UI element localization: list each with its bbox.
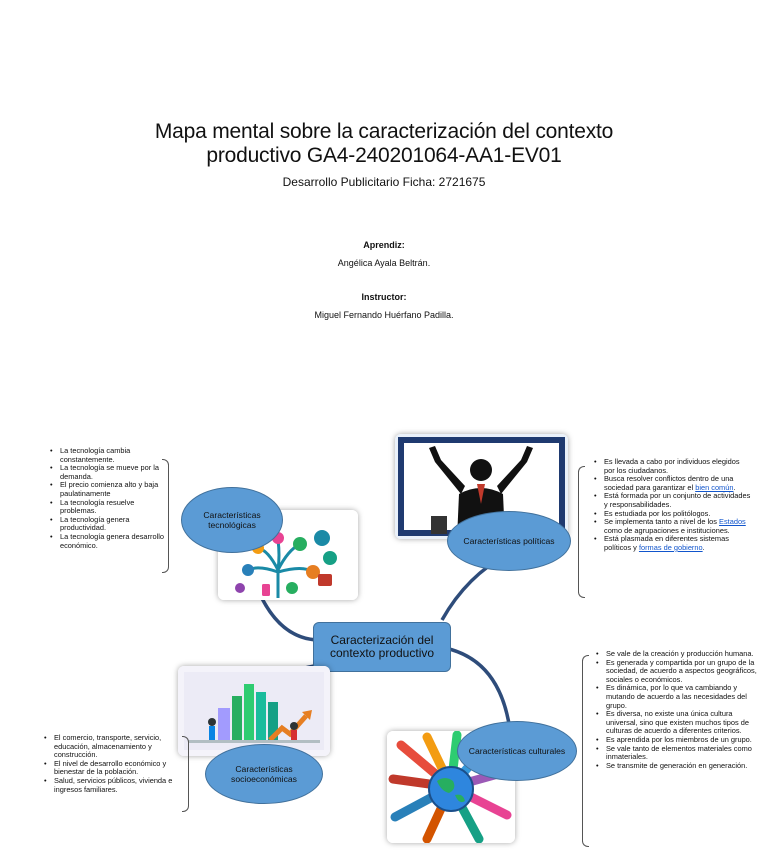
socio-image <box>178 666 330 756</box>
list-item: Es diversa, no existe una única cultura … <box>594 709 766 736</box>
apprentice-label: Aprendiz: <box>363 240 405 250</box>
socio-topic-oval: Características socioeconómicas <box>205 744 323 804</box>
instructor-name: Miguel Fernando Huérfano Padilla. <box>314 310 454 320</box>
title-line-2: productivo GA4-240201064-AA1-EV01 <box>206 144 562 167</box>
list-item: Se vale de la creación y producción huma… <box>594 649 766 659</box>
list-item: El comercio, transporte, servicio, educa… <box>42 733 182 760</box>
list-item: Es dinámica, por lo que va cambiando y m… <box>594 684 766 710</box>
list-item: Es generada y compartida por un grupo de… <box>594 658 766 685</box>
list-item: Está formada por un conjunto de activida… <box>592 492 752 509</box>
list-item: Está plasmada en diferentes sistemas pol… <box>592 535 752 552</box>
page-subtitle: Desarrollo Publicitario Ficha: 2721675 <box>282 175 486 189</box>
list-item: Busca resolver conflictos dentro de una … <box>592 474 752 492</box>
list-item: Es aprendida por los miembros de un grup… <box>594 735 766 745</box>
link-formas-de-gobierno[interactable]: formas de gobierno <box>638 542 703 552</box>
tech-brace <box>162 459 169 573</box>
politic-topic-oval: Características políticas <box>447 511 571 571</box>
list-item: La tecnología se mueve por la demanda. <box>48 463 164 481</box>
connector-cultural <box>444 646 512 731</box>
list-item: La tecnología resuelve problemas. <box>48 498 164 516</box>
politic-bullets: Es llevada a cabo por individuos elegido… <box>592 457 752 553</box>
link-bien-comun[interactable]: bien común <box>695 482 734 492</box>
central-topic: Caracterización del contexto productivo <box>313 622 451 672</box>
tech-topic-oval: Características tecnológicas <box>181 487 283 553</box>
cultural-topic-oval: Características culturales <box>457 721 577 781</box>
page-title: Mapa mental sobre la caracterización del… <box>84 120 684 168</box>
list-item: La tecnología cambia constantemente. <box>48 446 164 464</box>
cultural-bullets: Se vale de la creación y producción huma… <box>594 649 766 771</box>
list-item: Se implementa tanto a nivel de los Estad… <box>592 517 752 535</box>
list-item: El precio comienza alto y baja paulatina… <box>48 481 164 498</box>
list-item: Se transmite de generación en generación… <box>594 761 766 771</box>
link-estados[interactable]: Estados <box>719 517 746 527</box>
title-line-1: Mapa mental sobre la caracterización del… <box>154 120 614 143</box>
politic-brace <box>578 466 585 598</box>
cultural-image <box>387 731 515 843</box>
list-item: La tecnología genera productividad. <box>48 515 164 533</box>
tech-bullets: La tecnología cambia constantemente. La … <box>48 446 164 550</box>
hands-globe-icon <box>387 731 515 843</box>
list-item: Es estudiada por los politólogos. <box>592 509 752 519</box>
socio-brace <box>182 736 189 812</box>
apprentice-name: Angélica Ayala Beltrán. <box>337 258 431 268</box>
business-growth-icon <box>178 666 330 756</box>
list-item: El nivel de desarrollo económico y biene… <box>42 759 182 777</box>
list-item: Salud, servicios públicos, vivienda e in… <box>42 776 182 794</box>
instructor-label: Instructor: <box>361 292 407 302</box>
list-item: Es llevada a cabo por individuos elegido… <box>592 457 752 475</box>
socio-bullets: El comercio, transporte, servicio, educa… <box>42 733 182 794</box>
list-item: Se vale tanto de elementos materiales co… <box>594 744 766 762</box>
cultural-brace <box>582 655 589 847</box>
list-item: La tecnología genera desarrollo económic… <box>48 532 164 550</box>
